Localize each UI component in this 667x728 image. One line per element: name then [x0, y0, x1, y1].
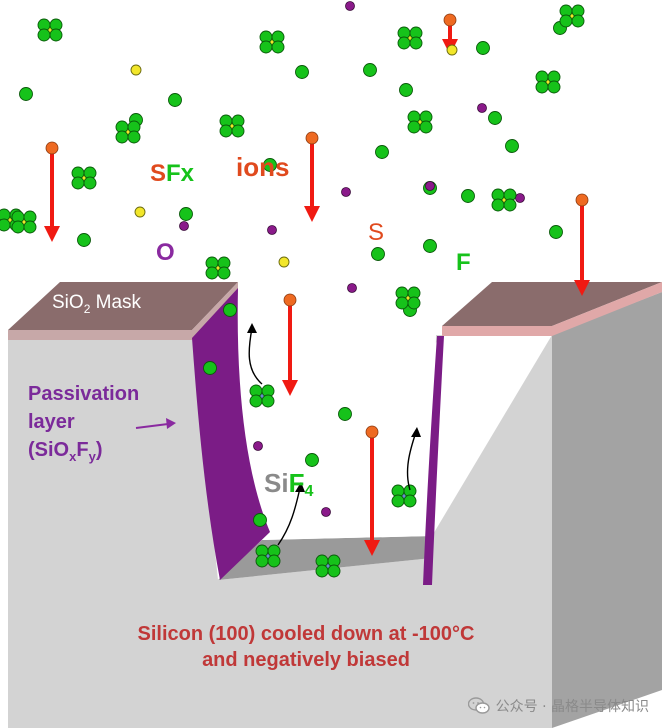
fluorine-atom [168, 93, 182, 107]
silicon-right-side [552, 292, 662, 728]
label-passivation-formula: (SiOxFy) [28, 439, 102, 464]
oxygen-atom [179, 221, 189, 231]
oxygen-atom [321, 507, 331, 517]
fluorine-atom [399, 83, 413, 97]
sfx-molecule [397, 26, 423, 50]
sfx-molecule [11, 210, 37, 234]
trench-back-wall [262, 335, 552, 540]
label-o: O [156, 239, 175, 266]
sif4-molecule [315, 554, 341, 578]
fluorine-atom [476, 41, 490, 55]
ion-arrow [364, 425, 380, 556]
fluorine-atom [305, 453, 319, 467]
sfx-molecules [0, 4, 585, 578]
mask-right [442, 282, 662, 336]
ion-arrow [304, 131, 320, 222]
fluorine-atom [549, 225, 563, 239]
label-sfx: SFx [150, 160, 195, 187]
label-ions: ions [236, 152, 289, 182]
fluorine-atom [505, 139, 519, 153]
ion-arrows [44, 13, 590, 556]
wechat-icon [467, 697, 490, 714]
sif4-molecule [255, 544, 281, 568]
passivation-pointer [135, 418, 176, 429]
sulfur-atom [130, 64, 142, 76]
sfx-molecule [559, 4, 585, 28]
oxygen-atom [515, 193, 525, 203]
silicon-block [8, 292, 662, 728]
fluorine-atom [371, 247, 385, 261]
sfx-molecule [259, 30, 285, 54]
sfx-molecule [115, 120, 141, 144]
label-passivation: Passivation layer [28, 383, 145, 433]
fluorine-atom [263, 158, 277, 172]
sfx-molecule [407, 110, 433, 134]
watermark-text: 公众号 · 晶格半导体知识 [495, 699, 649, 715]
fluorine-atom [77, 233, 91, 247]
ion-arrow [44, 141, 60, 242]
label-bottom-line2: and negatively biased [202, 649, 410, 671]
ion-arrow [282, 293, 298, 396]
reaction-arrow-1 [248, 327, 263, 385]
label-f: F [456, 249, 471, 276]
reaction-arrow-2 [277, 487, 301, 546]
oxygen-atom [253, 441, 263, 451]
sfx-molecule [535, 70, 561, 94]
oxygen-atom [267, 225, 277, 235]
sulfur-atom [134, 206, 146, 218]
passivation-right [423, 336, 444, 585]
sfx-molecule [37, 18, 63, 42]
fluorine-atom [461, 189, 475, 203]
sfx-molecule [491, 188, 517, 212]
watermark: 公众号 · 晶格半导体知识 [467, 696, 649, 716]
oxygen-atom [345, 1, 355, 11]
fluorine-atom [338, 407, 352, 421]
fluorine-atom [253, 513, 267, 527]
fluorine-atom [375, 145, 389, 159]
fluorine-atom [179, 207, 193, 221]
fluorine-atom [363, 63, 377, 77]
oxygen-atom [425, 181, 435, 191]
label-sif4: SiF4 [264, 468, 313, 500]
sfx-molecule [205, 256, 231, 280]
fluorine-atom [488, 111, 502, 125]
fluorine-atom [19, 87, 33, 101]
sfx-molecule [219, 114, 245, 138]
fluorine-atom [203, 361, 217, 375]
particles [19, 1, 567, 527]
silicon-left-front [8, 330, 552, 728]
oxygen-atom [347, 283, 357, 293]
sfx-molecule [395, 286, 421, 310]
fluorine-atom [295, 65, 309, 79]
fluorine-atom [423, 239, 437, 253]
oxygen-atom [477, 103, 487, 113]
sulfur-atom [278, 256, 290, 268]
passivation-left [192, 288, 270, 580]
sfx-molecule [71, 166, 97, 190]
label-s: S [368, 219, 384, 246]
label-mask: SiO2 Mask [52, 292, 142, 316]
sif4-molecule [249, 384, 275, 408]
sulfur-atom [446, 44, 458, 56]
reaction-arrowheads [247, 323, 421, 492]
sif4-molecule [391, 484, 417, 508]
fluorine-atom [223, 303, 237, 317]
label-bottom-line1: Silicon (100) cooled down at -100°C [138, 623, 475, 645]
ion-arrow [574, 193, 590, 296]
oxygen-atom [341, 187, 351, 197]
